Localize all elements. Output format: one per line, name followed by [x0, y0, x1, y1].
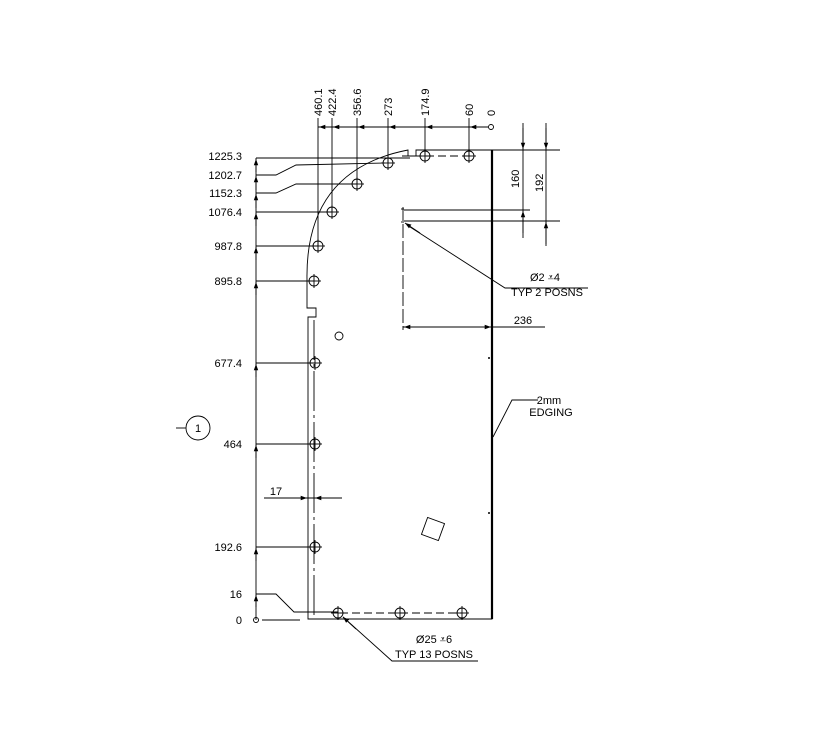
vdim-label: 1076.4 [208, 207, 242, 219]
vdim-label: 1202.7 [208, 170, 242, 182]
vdim-label: 895.8 [214, 276, 242, 288]
dim-17-label: 17 [270, 486, 282, 498]
hdim-label: 356.6 [352, 88, 364, 116]
square-cutout [420, 516, 446, 542]
datum-origin-icon [488, 124, 494, 130]
large-hole-callout: Ø25 ⩡6 TYP 13 POSNS [342, 616, 478, 662]
vdim-label: 1152.3 [209, 188, 242, 200]
right-dimension-set: 160 192 [404, 123, 560, 246]
vertical-dimension-set: 1225.3 1202.7 1152.3 1076.4 987.8 895.8 … [208, 151, 410, 627]
edging-thickness: 2mm [537, 395, 561, 407]
small-hole-callout: Ø2 ⩡4 TYP 2 POSNS [401, 207, 588, 330]
vdim-label: 677.4 [214, 358, 242, 370]
part-outline [306, 149, 494, 620]
hdim-label: 174.9 [420, 88, 432, 116]
hole-pattern [307, 149, 476, 620]
hdim-label: 422.4 [327, 88, 339, 116]
dim-192-label: 192 [534, 174, 546, 192]
view-marker-number: 1 [195, 423, 201, 435]
small-hole-spec: Ø2 ⩡4 [530, 272, 560, 284]
datum-origin-icon [253, 617, 259, 623]
vdim-label: 464 [224, 439, 242, 451]
dim-236-label: 236 [514, 315, 532, 327]
small-hole-qty: TYP 2 POSNS [511, 287, 583, 299]
view-marker-circle-icon [185, 415, 211, 441]
dimension-236: 236 [403, 315, 545, 330]
large-hole-qty: TYP 13 POSNS [395, 649, 473, 661]
vdim-label: 16 [230, 589, 242, 601]
view-marker: 1 [176, 415, 211, 441]
vdim-label: 0 [236, 615, 242, 627]
edging-label: EDGING [529, 407, 572, 419]
small-circle-feature [334, 331, 344, 341]
edging-callout: 2mm EDGING [492, 395, 573, 438]
hdim-label: 273 [383, 98, 395, 116]
hdim-label: 60 [464, 104, 476, 116]
hdim-label: 460.1 [313, 88, 325, 116]
vdim-label: 1225.3 [208, 151, 242, 163]
large-hole-spec: Ø25 ⩡6 [416, 634, 452, 646]
dimension-17: 17 [264, 486, 342, 501]
horizontal-dimension-set: 460.1 422.4 356.6 273 174.9 60 0 [313, 88, 498, 246]
vdim-label: 192.6 [214, 542, 242, 554]
vdim-label: 987.8 [214, 241, 242, 253]
dim-160-label: 160 [510, 170, 522, 188]
hdim-label: 0 [486, 110, 498, 116]
